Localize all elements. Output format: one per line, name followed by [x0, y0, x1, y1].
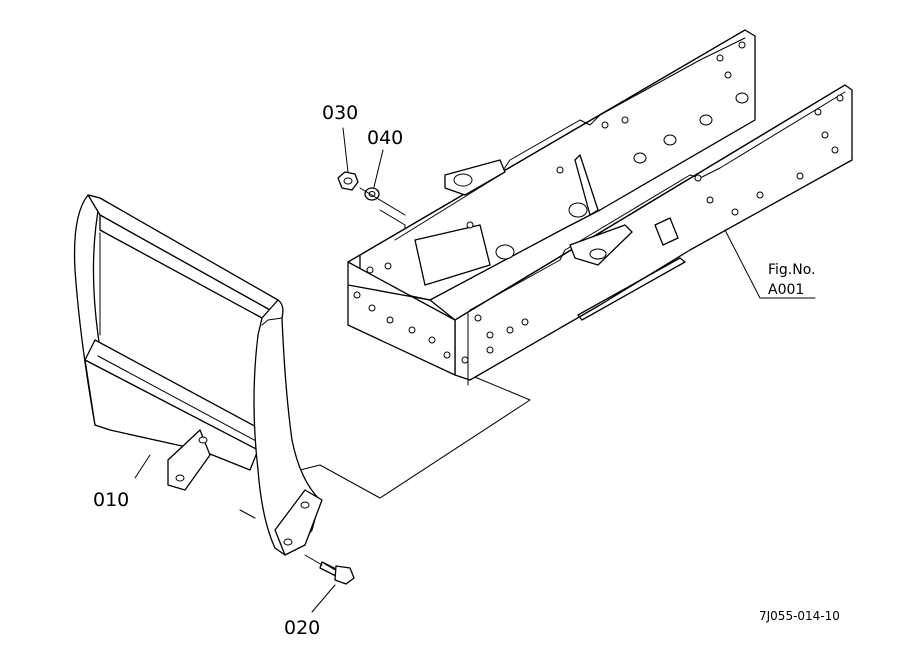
washer-part-040	[359, 187, 406, 216]
main-frame	[347, 29, 853, 386]
bolt-part-020	[304, 554, 355, 585]
nut-part-030	[337, 171, 359, 191]
drawing-code: 7J055-014-10	[759, 609, 840, 623]
callout-040: 040	[367, 127, 403, 149]
leader-lines	[134, 127, 816, 613]
figure-ref-label: Fig.No.	[768, 262, 816, 278]
callout-010: 010	[93, 489, 129, 511]
front-guard-part-010	[73, 194, 323, 556]
figure-ref-number: A001	[768, 282, 804, 298]
callout-020: 020	[284, 617, 320, 639]
callout-030: 030	[322, 102, 358, 124]
